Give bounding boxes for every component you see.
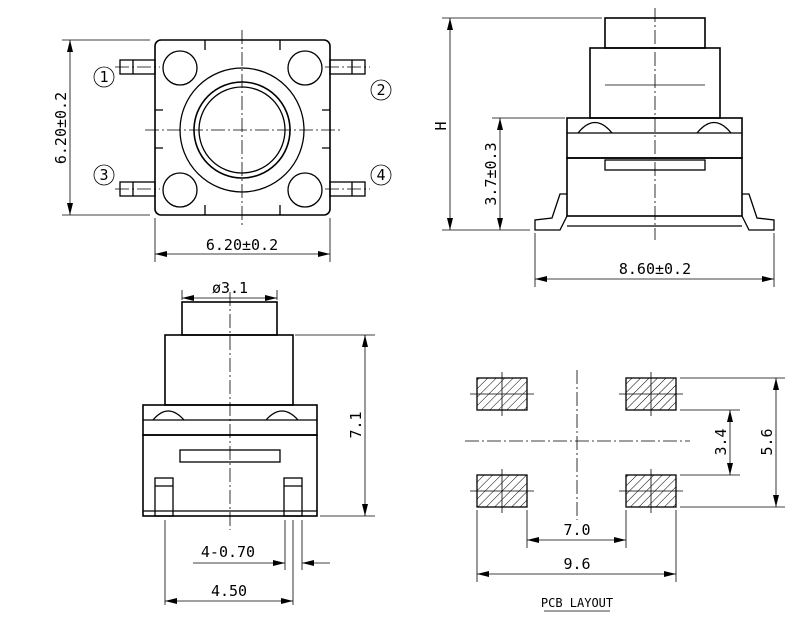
front-height-dim: 7.1 — [347, 411, 365, 438]
top-view-height-dimension: 6.20±0.2 — [52, 39, 150, 216]
corner-hole — [162, 172, 198, 208]
pin-4-circle — [370, 164, 392, 186]
top-view-pins — [115, 59, 370, 197]
front-diameter-dimension: ø3.1 — [181, 279, 278, 301]
pcb-inner-spacing-dimension: 7.0 — [526, 510, 627, 548]
top-view-side-notches — [155, 109, 330, 149]
pin-1-label: 1 — [99, 68, 108, 86]
side-cap-arc-left — [577, 121, 613, 134]
pcb-outer-spacing-dimension: 9.6 — [476, 510, 677, 582]
front-pin-width-dim: 4-0.70 — [201, 543, 255, 561]
front-cap-arc-left — [152, 410, 185, 421]
front-pin-width-dimension: 4-0.70 — [164, 520, 330, 605]
pcb-layout-caption: PCB LAYOUT — [541, 596, 613, 610]
corner-hole — [162, 50, 198, 86]
side-view: H 3.7±0.3 8.60±0.2 — [432, 8, 775, 287]
pin-2-circle — [370, 79, 392, 101]
front-terminal-right — [283, 477, 303, 517]
top-view-width-dim: 6.20±0.2 — [206, 236, 278, 254]
front-slot — [179, 449, 281, 463]
top-view-body — [154, 39, 331, 216]
side-width-dim: 8.60±0.2 — [619, 260, 691, 278]
top-view-height-dim: 6.20±0.2 — [52, 92, 70, 164]
pcb-inner-spacing-dim: 7.0 — [563, 521, 590, 539]
pcb-outer-spacing-dim: 9.6 — [563, 555, 590, 573]
front-diameter-dim: ø3.1 — [212, 279, 248, 297]
pcb-inner-height-dim: 3.4 — [712, 428, 730, 455]
pcb-outer-height-dimension: 5.6 — [680, 377, 785, 508]
pin-3-label: 3 — [99, 166, 108, 184]
top-view: 1 2 3 4 6.20±0.2 6.20±0.2 — [52, 30, 392, 262]
pcb-pads — [470, 372, 683, 513]
side-height-dim: H — [432, 121, 450, 130]
front-body-lower — [142, 434, 318, 517]
front-cap-arc-right — [265, 410, 299, 421]
pin-1-circle — [93, 66, 115, 88]
pin-3-circle — [93, 164, 115, 186]
front-terminal-left — [154, 477, 174, 517]
front-view: ø3.1 7.1 4-0.70 4.50 — [142, 279, 375, 605]
pin-2-label: 2 — [376, 81, 385, 99]
front-pin-span-dimension: 4.50 — [165, 582, 293, 604]
front-actuator-stem — [164, 334, 294, 406]
pin-4-label: 4 — [376, 166, 385, 184]
pcb-layout: 7.0 9.6 3.4 5.6 P — [465, 370, 785, 612]
side-lead-right — [741, 193, 775, 231]
top-view-width-dimension: 6.20±0.2 — [154, 218, 331, 262]
side-lead-left — [534, 193, 568, 231]
side-slot — [604, 159, 706, 171]
side-body-height-dim: 3.7±0.3 — [482, 142, 500, 205]
side-cap-arc-right — [696, 121, 732, 134]
front-pin-span-dim: 4.50 — [211, 582, 247, 600]
top-view-edge-notches — [204, 40, 281, 215]
side-width-dimension: 8.60±0.2 — [534, 233, 775, 287]
side-body-lower — [566, 157, 743, 217]
side-body-upper — [566, 117, 743, 159]
side-body-height-dimension: 3.7±0.3 — [482, 117, 565, 230]
side-h-dimension: H — [432, 17, 602, 231]
front-actuator-top — [181, 301, 278, 336]
corner-hole — [287, 50, 323, 86]
corner-hole — [287, 172, 323, 208]
pcb-outer-height-dim: 5.6 — [758, 428, 776, 455]
front-height-dimension: 7.1 — [295, 334, 375, 517]
pcb-inner-height-dimension: 3.4 — [680, 409, 740, 476]
